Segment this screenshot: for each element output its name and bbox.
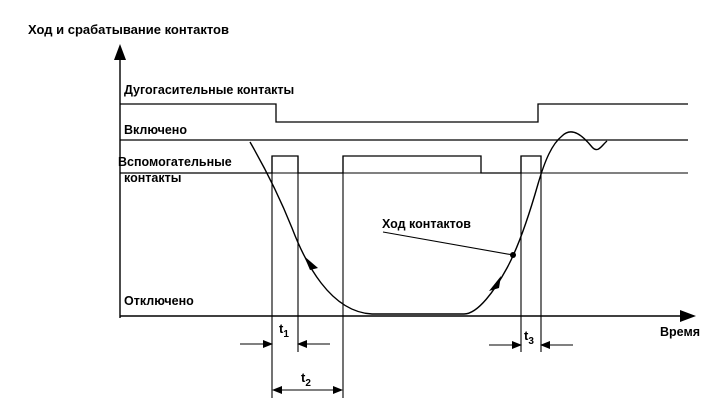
x-axis xyxy=(120,310,696,322)
arc-contacts-trace xyxy=(120,103,688,123)
off-label: Отключено xyxy=(124,294,194,308)
svg-text:t2: t2 xyxy=(301,370,311,389)
t2-main: t xyxy=(301,370,306,385)
y-axis xyxy=(114,44,126,318)
aux-contacts-label-line1: Вспомогательные xyxy=(118,155,232,169)
contact-travel-curve xyxy=(249,131,608,315)
svg-text:t3: t3 xyxy=(524,328,534,347)
t2-sub: 2 xyxy=(305,378,311,389)
arc-contacts-label: Дугогасительные контакты xyxy=(124,83,294,97)
t1-sub: 1 xyxy=(283,329,289,340)
t1-dimension: t1 xyxy=(240,321,330,348)
t2-dimension: t2 xyxy=(272,370,343,394)
svg-text:t1: t1 xyxy=(279,321,289,340)
timing-markers xyxy=(271,156,542,398)
diagram-title: Ход и срабатывание контактов xyxy=(28,22,229,37)
aux-contacts-label-line2: контакты xyxy=(124,171,181,185)
t3-main: t xyxy=(524,328,529,343)
contact-travel-leader xyxy=(382,231,514,256)
curve-arrow-up xyxy=(489,276,501,291)
on-label: Включено xyxy=(124,123,187,137)
t1-main: t xyxy=(279,321,284,336)
x-axis-label: Время xyxy=(660,325,700,339)
t3-sub: 3 xyxy=(528,336,534,347)
contact-travel-label: Ход контактов xyxy=(382,217,471,231)
curve-arrow-down xyxy=(304,256,318,270)
t3-dimension: t3 xyxy=(489,328,573,349)
